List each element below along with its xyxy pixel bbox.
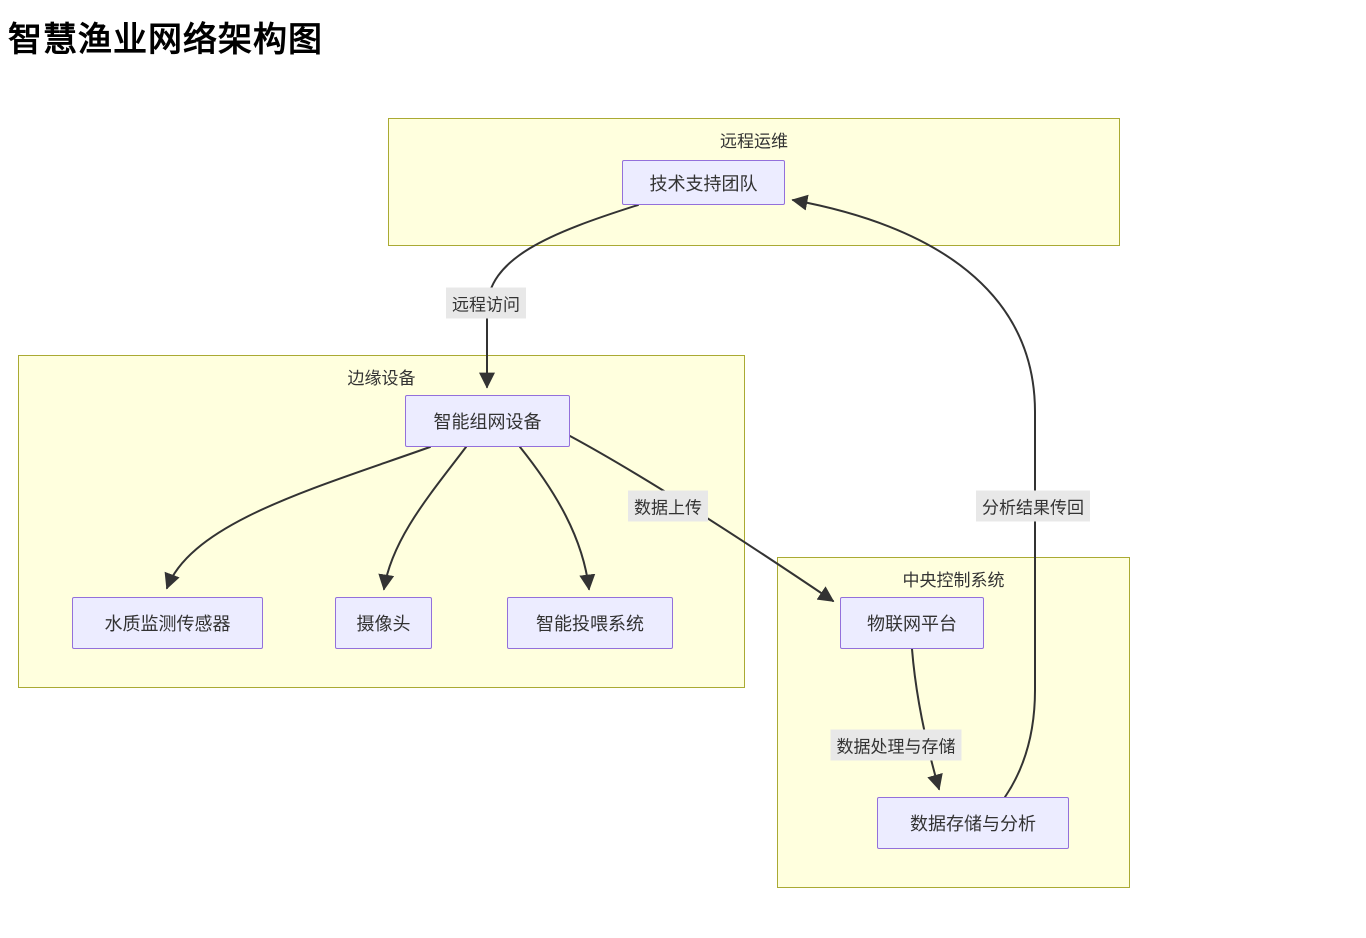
node-data-storage: 数据存储与分析 xyxy=(877,797,1069,849)
cluster-central-control-label: 中央控制系统 xyxy=(902,571,1005,590)
node-camera-label: 摄像头 xyxy=(356,614,411,634)
node-tech-support: 技术支持团队 xyxy=(622,160,785,205)
node-iot-platform: 物联网平台 xyxy=(840,597,984,649)
node-tech-support-label: 技术支持团队 xyxy=(649,173,758,194)
diagram-title: 智慧渔业网络架构图 xyxy=(8,21,323,59)
node-networking-device: 智能组网设备 xyxy=(405,395,570,447)
node-water-sensor: 水质监测传感器 xyxy=(72,597,263,649)
node-iot-platform-label: 物联网平台 xyxy=(867,614,957,634)
edge-label-data-upload: 数据上传 xyxy=(628,490,708,522)
node-water-sensor-label: 水质监测传感器 xyxy=(104,614,231,634)
node-camera: 摄像头 xyxy=(335,597,432,649)
node-data-storage-label: 数据存储与分析 xyxy=(910,814,1036,834)
node-feeding-system: 智能投喂系统 xyxy=(507,597,673,649)
edge-label-analysis-result-return: 分析结果传回 xyxy=(976,490,1090,522)
cluster-edge-devices-label: 边缘设备 xyxy=(347,369,416,388)
edge-label-remote-access: 远程访问 xyxy=(446,287,526,319)
node-networking-device-label: 智能组网设备 xyxy=(433,412,542,432)
node-feeding-system-label: 智能投喂系统 xyxy=(536,614,644,634)
edge-label-data-processing-storage: 数据处理与存储 xyxy=(830,729,962,761)
cluster-remote-ops-label: 远程运维 xyxy=(720,132,788,151)
